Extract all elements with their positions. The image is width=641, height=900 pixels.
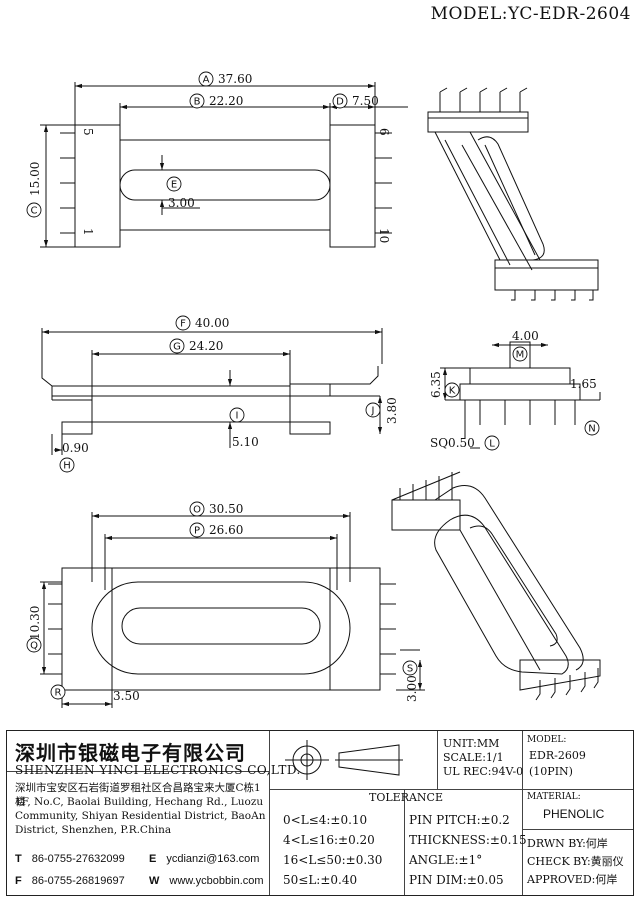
dim-letter-g: G (173, 342, 181, 353)
email-address[interactable]: ycdianzi@163.com (166, 853, 260, 865)
title-block: 深圳市银磁电子有限公司 SHENZHEN YINCI ELECTRONICS C… (6, 730, 634, 896)
tel-label: T (15, 853, 22, 865)
dim-letter-n: N (588, 424, 595, 435)
dim-value-p: 26.60 (209, 523, 243, 537)
scale-label: SCALE:1/1 (443, 751, 504, 764)
tolerance-angle: ANGLE:±1° (409, 853, 483, 867)
dim-value-s: 3.00 (405, 675, 419, 702)
address-en: 1F, No.C, Baolai Building, Hechang Rd., … (15, 796, 266, 836)
dimension-values: 37.60 22.20 15.00 7.50 3.00 40.00 24.20 … (28, 72, 597, 703)
dim-letter-q: Q (30, 641, 38, 652)
tolerance-pin-dim: PIN DIM:±0.05 (409, 873, 504, 887)
website-link[interactable]: www.ycbobbin.com (169, 875, 264, 887)
dim-value-a: 37.60 (218, 72, 252, 86)
unit-label: UNIT:MM (443, 737, 500, 750)
dim-letter-d: D (336, 97, 344, 108)
dim-value-b: 22.20 (209, 94, 243, 108)
end-view (440, 341, 601, 449)
ul-rec-label: UL REC:94V-0 (443, 765, 524, 778)
bottom-view (40, 512, 425, 708)
pin-label-1: 1 (81, 228, 95, 236)
dim-value-m: 4.00 (512, 329, 539, 343)
tolerance-row-1: 0<L≤4:±0.10 (283, 813, 368, 827)
model-pins: (10PIN) (529, 765, 573, 778)
pin-label-6: 6 (377, 128, 391, 136)
dim-value-k: 6.35 (429, 371, 443, 398)
tel-row: T 86-0755-27632099 (15, 853, 125, 865)
dimension-callouts (26, 71, 600, 700)
pin-label-5: 5 (81, 128, 95, 136)
dim-value-g: 24.20 (189, 339, 223, 353)
dim-value-c: 15.00 (28, 162, 42, 196)
dim-value-j: 3.80 (385, 397, 399, 424)
tolerance-row-4: 50≤L:±0.40 (283, 873, 358, 887)
model-label: MODEL: (527, 735, 567, 745)
projection-symbol (285, 740, 403, 780)
dimension-letters: A B C D E F G H I J K L M N O P Q R S (30, 75, 596, 699)
dim-letter-e: E (171, 180, 177, 191)
dim-letter-r: R (55, 688, 62, 699)
dim-value-n: 1.65 (570, 377, 597, 391)
web-label: W (149, 875, 160, 887)
dim-letter-k: K (449, 386, 456, 397)
tolerance-title: TOLERANCE (369, 791, 443, 804)
dim-letter-c: C (31, 206, 38, 217)
dim-value-l: SQ0.50 (430, 436, 475, 450)
drawn-by: DRWN BY:何岸 (527, 837, 608, 850)
dim-letter-a: A (203, 75, 210, 86)
isometric-view-top (427, 87, 599, 301)
side-view (41, 328, 383, 455)
address-cn: 深圳市宝安区石岩街道罗租社区合昌路宝来大厦C栋1楼 (15, 782, 261, 808)
dim-letter-l: L (489, 439, 495, 450)
dim-letter-s: S (407, 664, 413, 675)
dim-value-o: 30.50 (209, 502, 243, 516)
dim-letter-h: H (63, 461, 71, 472)
email-label: E (149, 853, 157, 865)
pin-label-10: 10 (377, 228, 391, 243)
dim-letter-b: B (194, 97, 201, 108)
top-view (40, 82, 408, 248)
material-label: MATERIAL: (527, 792, 581, 802)
isometric-view-bottom (391, 471, 601, 701)
tolerance-row-3: 16<L≤50:±0.30 (283, 853, 383, 867)
tel-number: 86-0755-27632099 (31, 853, 125, 865)
dim-value-f: 40.00 (195, 316, 229, 330)
dim-value-d: 7.50 (352, 94, 379, 108)
material-value: PHENOLIC (543, 807, 605, 821)
approved-by: APPROVED:何岸 (527, 873, 618, 886)
dim-letter-j: J (371, 406, 375, 417)
dim-letter-o: O (193, 505, 201, 516)
tolerance-row-2: 4<L≤16:±0.20 (283, 833, 375, 847)
dim-letter-m: M (516, 350, 525, 361)
dim-value-e: 3.00 (168, 196, 195, 210)
fax-row: F 86-0755-26819697 (15, 875, 125, 887)
dim-letter-i: I (236, 411, 239, 422)
company-name-en: SHENZHEN YINCI ELECTRONICS CO,LTD. (15, 763, 301, 777)
model-number: MODEL:YC-EDR-2604 (430, 4, 631, 24)
company-name-cn: 深圳市银磁电子有限公司 (15, 741, 246, 765)
technical-drawing: A B C D E F G H I J K L M N O P Q R S 37… (26, 71, 601, 708)
tolerance-thickness: THICKNESS:±0.15 (409, 833, 527, 847)
model-value: EDR-2609 (529, 749, 586, 762)
dim-value-i: 5.10 (232, 435, 259, 449)
fax-label: F (15, 875, 22, 887)
tolerance-pin-pitch: PIN PITCH:±0.2 (409, 813, 510, 827)
dim-letter-p: P (194, 526, 200, 537)
dim-value-h: 0.90 (62, 441, 89, 455)
dim-value-q: 10.30 (28, 606, 42, 640)
fax-number: 86-0755-26819697 (31, 875, 125, 887)
dim-value-r: 3.50 (113, 689, 140, 703)
dim-letter-f: F (180, 319, 186, 330)
checked-by: CHECK BY:黄丽仪 (527, 855, 624, 868)
